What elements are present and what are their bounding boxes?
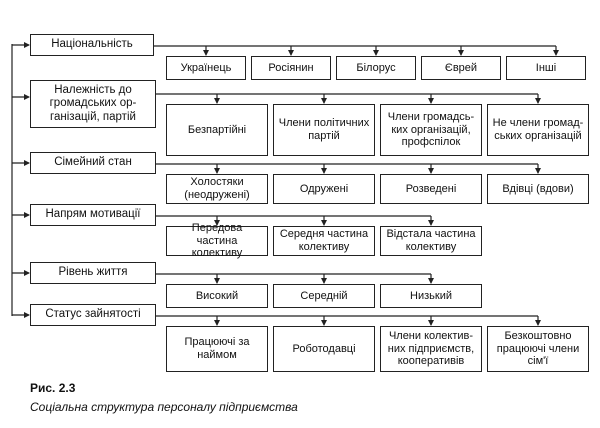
arrowhead: [214, 168, 220, 174]
item-party-members: Члени політичних партій: [273, 104, 375, 156]
item-widowed: Вдівці (вдови): [487, 174, 589, 204]
arrowhead: [24, 312, 30, 318]
arrowhead: [428, 168, 434, 174]
arrowhead: [214, 98, 220, 104]
item-public-org-members: Члени громадсь- ких організацій, профспі…: [380, 104, 482, 156]
category-employment-status: Статус зайнятості: [30, 304, 156, 326]
arrowhead: [24, 42, 30, 48]
item-lagging-part: Відстала частина колективу: [380, 226, 482, 256]
item-others: Інші: [506, 56, 586, 80]
category-living-standard: Рівень життя: [30, 262, 156, 284]
arrowhead: [288, 50, 294, 56]
arrowhead: [428, 98, 434, 104]
item-jewish: Єврей: [421, 56, 501, 80]
arrowhead: [535, 98, 541, 104]
item-non-party: Безпартійні: [166, 104, 268, 156]
arrowhead: [458, 50, 464, 56]
arrowhead: [321, 278, 327, 284]
item-single: Холостяки (неодружені): [166, 174, 268, 204]
item-medium: Середній: [273, 284, 375, 308]
arrowhead: [214, 320, 220, 326]
arrowhead: [553, 50, 559, 56]
item-high: Високий: [166, 284, 268, 308]
arrowhead: [24, 270, 30, 276]
arrowhead: [535, 168, 541, 174]
figure-title: Соціальна структура персоналу підприємст…: [30, 400, 298, 414]
category-nationality: Національність: [30, 34, 154, 56]
item-low: Низький: [380, 284, 482, 308]
arrowhead: [428, 220, 434, 226]
arrowhead: [24, 94, 30, 100]
item-non-public-org-members: Не члени громад- ських організацій: [487, 104, 589, 156]
item-belarusian: Білорус: [336, 56, 416, 80]
category-motivation: Напрям мотивації: [30, 204, 156, 226]
item-married: Одружені: [273, 174, 375, 204]
arrowhead: [24, 212, 30, 218]
item-ukrainian: Українець: [166, 56, 246, 80]
arrowhead: [321, 98, 327, 104]
arrowhead: [24, 160, 30, 166]
figure-label: Рис. 2.3: [30, 381, 76, 395]
item-russian: Росіянин: [251, 56, 331, 80]
item-employers: Роботодавці: [273, 326, 375, 372]
arrowhead: [373, 50, 379, 56]
item-employees: Працюючі за наймом: [166, 326, 268, 372]
arrowhead: [203, 50, 209, 56]
category-membership: Належність до громадських ор- ганізацій,…: [30, 80, 156, 128]
item-divorced: Розведені: [380, 174, 482, 204]
item-leading-part: Передова частина колективу: [166, 222, 268, 259]
item-unpaid-family-workers: Безкоштовно працюючі члени сім'ї: [487, 326, 589, 372]
category-marital-status: Сімейний стан: [30, 152, 156, 174]
arrowhead: [321, 220, 327, 226]
arrowhead: [321, 168, 327, 174]
arrowhead: [214, 220, 220, 226]
arrowhead: [428, 320, 434, 326]
item-middle-part: Середня частина колективу: [273, 226, 375, 256]
arrowhead: [214, 278, 220, 284]
item-cooperative-members: Члени колектив- них підприємств, коопера…: [380, 326, 482, 372]
arrowhead: [535, 320, 541, 326]
arrowhead: [321, 320, 327, 326]
arrowhead: [428, 278, 434, 284]
